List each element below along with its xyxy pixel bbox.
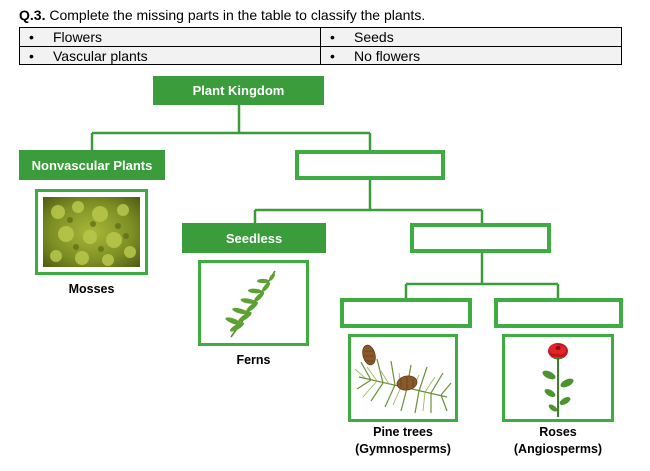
node-nonvascular-plants: Nonvascular Plants: [19, 150, 165, 180]
mosses-image-frame: [35, 189, 148, 275]
pine-image-frame: [348, 334, 458, 422]
blank-box-no-flowers[interactable]: [340, 298, 472, 328]
question-number: Q.3.: [19, 7, 46, 23]
blank-box-seeds[interactable]: [410, 223, 551, 253]
caption-ferns: Ferns: [236, 353, 271, 367]
caption-pine-trees: Pine trees (Gymnosperms): [355, 425, 451, 456]
table-divider-horizontal: [20, 46, 621, 47]
rose-image: [542, 343, 574, 417]
rose-image-frame: [502, 334, 614, 422]
blank-box-flowers[interactable]: [494, 298, 623, 328]
caption-mosses: Mosses: [68, 282, 115, 296]
question-text: Q.3. Complete the missing parts in the t…: [19, 6, 425, 24]
caption-roses: Roses (Angiosperms): [513, 425, 603, 456]
word-bank-table: • Flowers • Seeds • Vascular plants • No…: [19, 27, 622, 65]
moss-image: [43, 197, 140, 267]
question-body: Complete the missing parts in the table …: [45, 7, 426, 23]
node-seedless: Seedless: [182, 223, 326, 253]
blank-box-vascular[interactable]: [295, 150, 445, 180]
pine-image: [354, 344, 452, 414]
fern-image: [225, 270, 276, 338]
ferns-image-frame: [198, 260, 309, 346]
node-plant-kingdom: Plant Kingdom: [153, 76, 324, 105]
